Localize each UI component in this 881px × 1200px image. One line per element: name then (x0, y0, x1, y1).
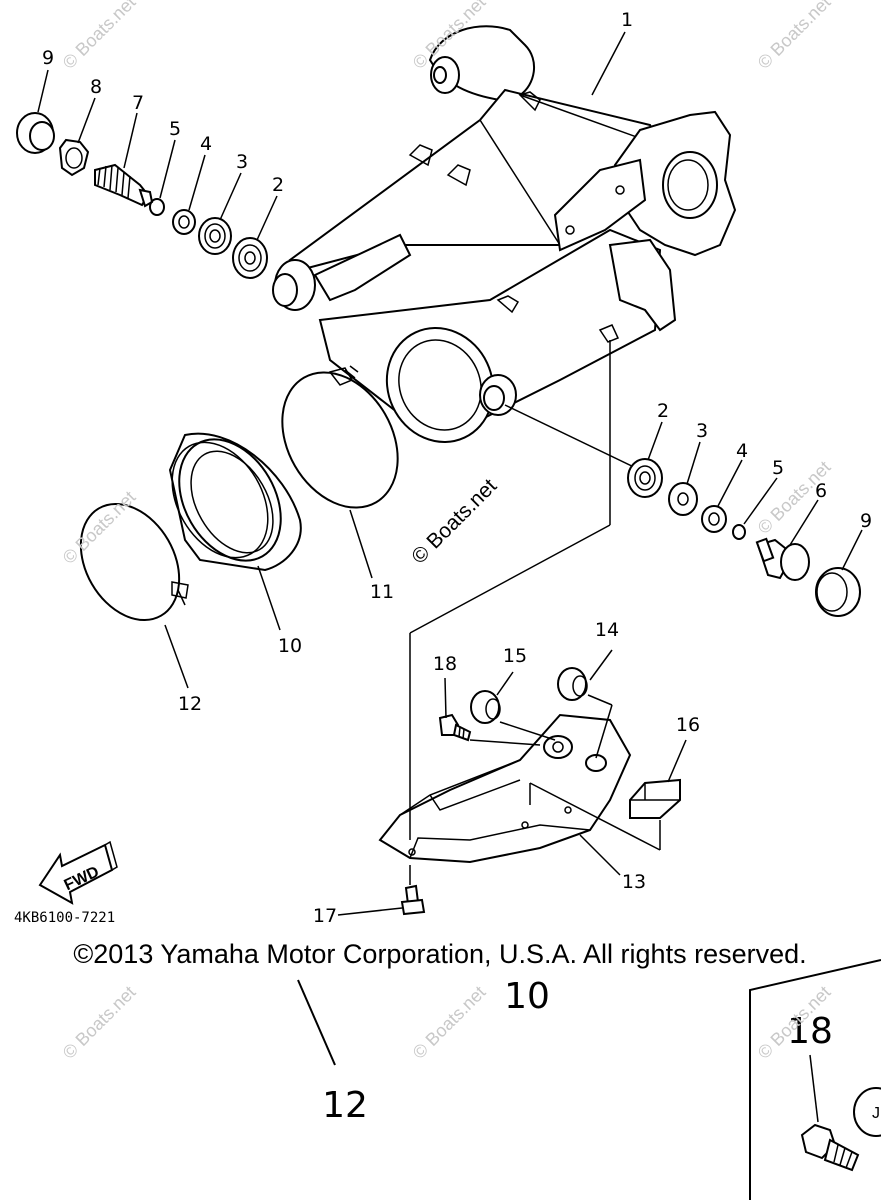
bearing-right-2 (627, 458, 663, 498)
callout-7: 7 (132, 92, 144, 114)
watermark: © Boats.net (59, 982, 140, 1063)
callout-18: 18 (433, 653, 457, 675)
pivot-bolt (94, 163, 154, 208)
locknut (58, 138, 90, 177)
pad-part-16 (629, 778, 681, 819)
band-clamp-part-11 (281, 365, 399, 509)
callout-15: 15 (503, 645, 527, 667)
callout-5-left: 5 (169, 118, 181, 140)
callout-9-left: 9 (42, 47, 54, 69)
zoom-callout-12: 12 (322, 1085, 368, 1126)
callout-13: 13 (622, 871, 646, 893)
pivot-cap-left (16, 112, 55, 154)
band-clamp-part-12 (79, 502, 189, 622)
callout-11: 11 (370, 581, 394, 603)
zoom-callout-18: 18 (787, 1011, 833, 1052)
callout-2-left: 2 (272, 174, 284, 196)
callout-6: 6 (815, 480, 827, 502)
rubber-boot-part-10 (168, 432, 302, 572)
watermark: © Boats.net (407, 474, 501, 568)
swingarm-part-1 (272, 25, 737, 443)
copyright-notice: ©2013 Yamaha Motor Corporation, U.S.A. A… (73, 939, 806, 969)
callout-3-right: 3 (696, 420, 708, 442)
watermark: © Boats.net (59, 487, 140, 568)
circlip-right (732, 524, 746, 540)
bearing-left-3 (198, 217, 232, 255)
watermark: © Boats.net (409, 982, 490, 1063)
callout-17: 17 (313, 905, 337, 927)
callout-10: 10 (278, 635, 302, 657)
callout-12: 12 (178, 693, 202, 715)
guard-part-13 (378, 713, 632, 864)
callout-8: 8 (90, 76, 102, 98)
zoom-inset: J (749, 959, 881, 1200)
bearing-right-3 (668, 482, 698, 516)
leader-lines (37, 31, 863, 1066)
left-pivot-parts (16, 112, 268, 279)
callout-3-left: 3 (236, 151, 248, 173)
washer-left (172, 209, 196, 235)
bolt-part-18 (438, 713, 472, 742)
pivot-cap-right (815, 567, 861, 617)
rubber-damper-15 (470, 690, 501, 724)
watermark: © Boats.net (59, 0, 140, 73)
callout-4-left: 4 (200, 133, 212, 155)
watermark: © Boats.net (754, 0, 835, 73)
fwd-direction-arrow: FWD (38, 840, 118, 905)
part-code: 4KB6100-7221 (14, 910, 115, 926)
right-pivot-parts (504, 404, 861, 617)
bearing-left-2 (232, 237, 268, 279)
circlip-left (149, 198, 165, 216)
inset-fragment: J (872, 1105, 880, 1122)
callout-16: 16 (676, 714, 700, 736)
callout-labels: 1 9 8 7 5 4 3 2 2 3 4 5 6 9 11 10 12 14 … (42, 9, 872, 1126)
washer-right (701, 505, 727, 533)
callout-4-right: 4 (736, 440, 748, 462)
pivot-shaft-right (755, 537, 810, 581)
bolt-part-17 (400, 884, 426, 916)
callout-5-right: 5 (772, 457, 784, 479)
callout-14: 14 (595, 619, 619, 641)
callout-1: 1 (621, 9, 633, 31)
callout-2-right: 2 (657, 400, 669, 422)
callout-9-right: 9 (860, 510, 872, 532)
zoom-callout-10: 10 (504, 976, 550, 1017)
rubber-damper-14 (557, 667, 588, 701)
